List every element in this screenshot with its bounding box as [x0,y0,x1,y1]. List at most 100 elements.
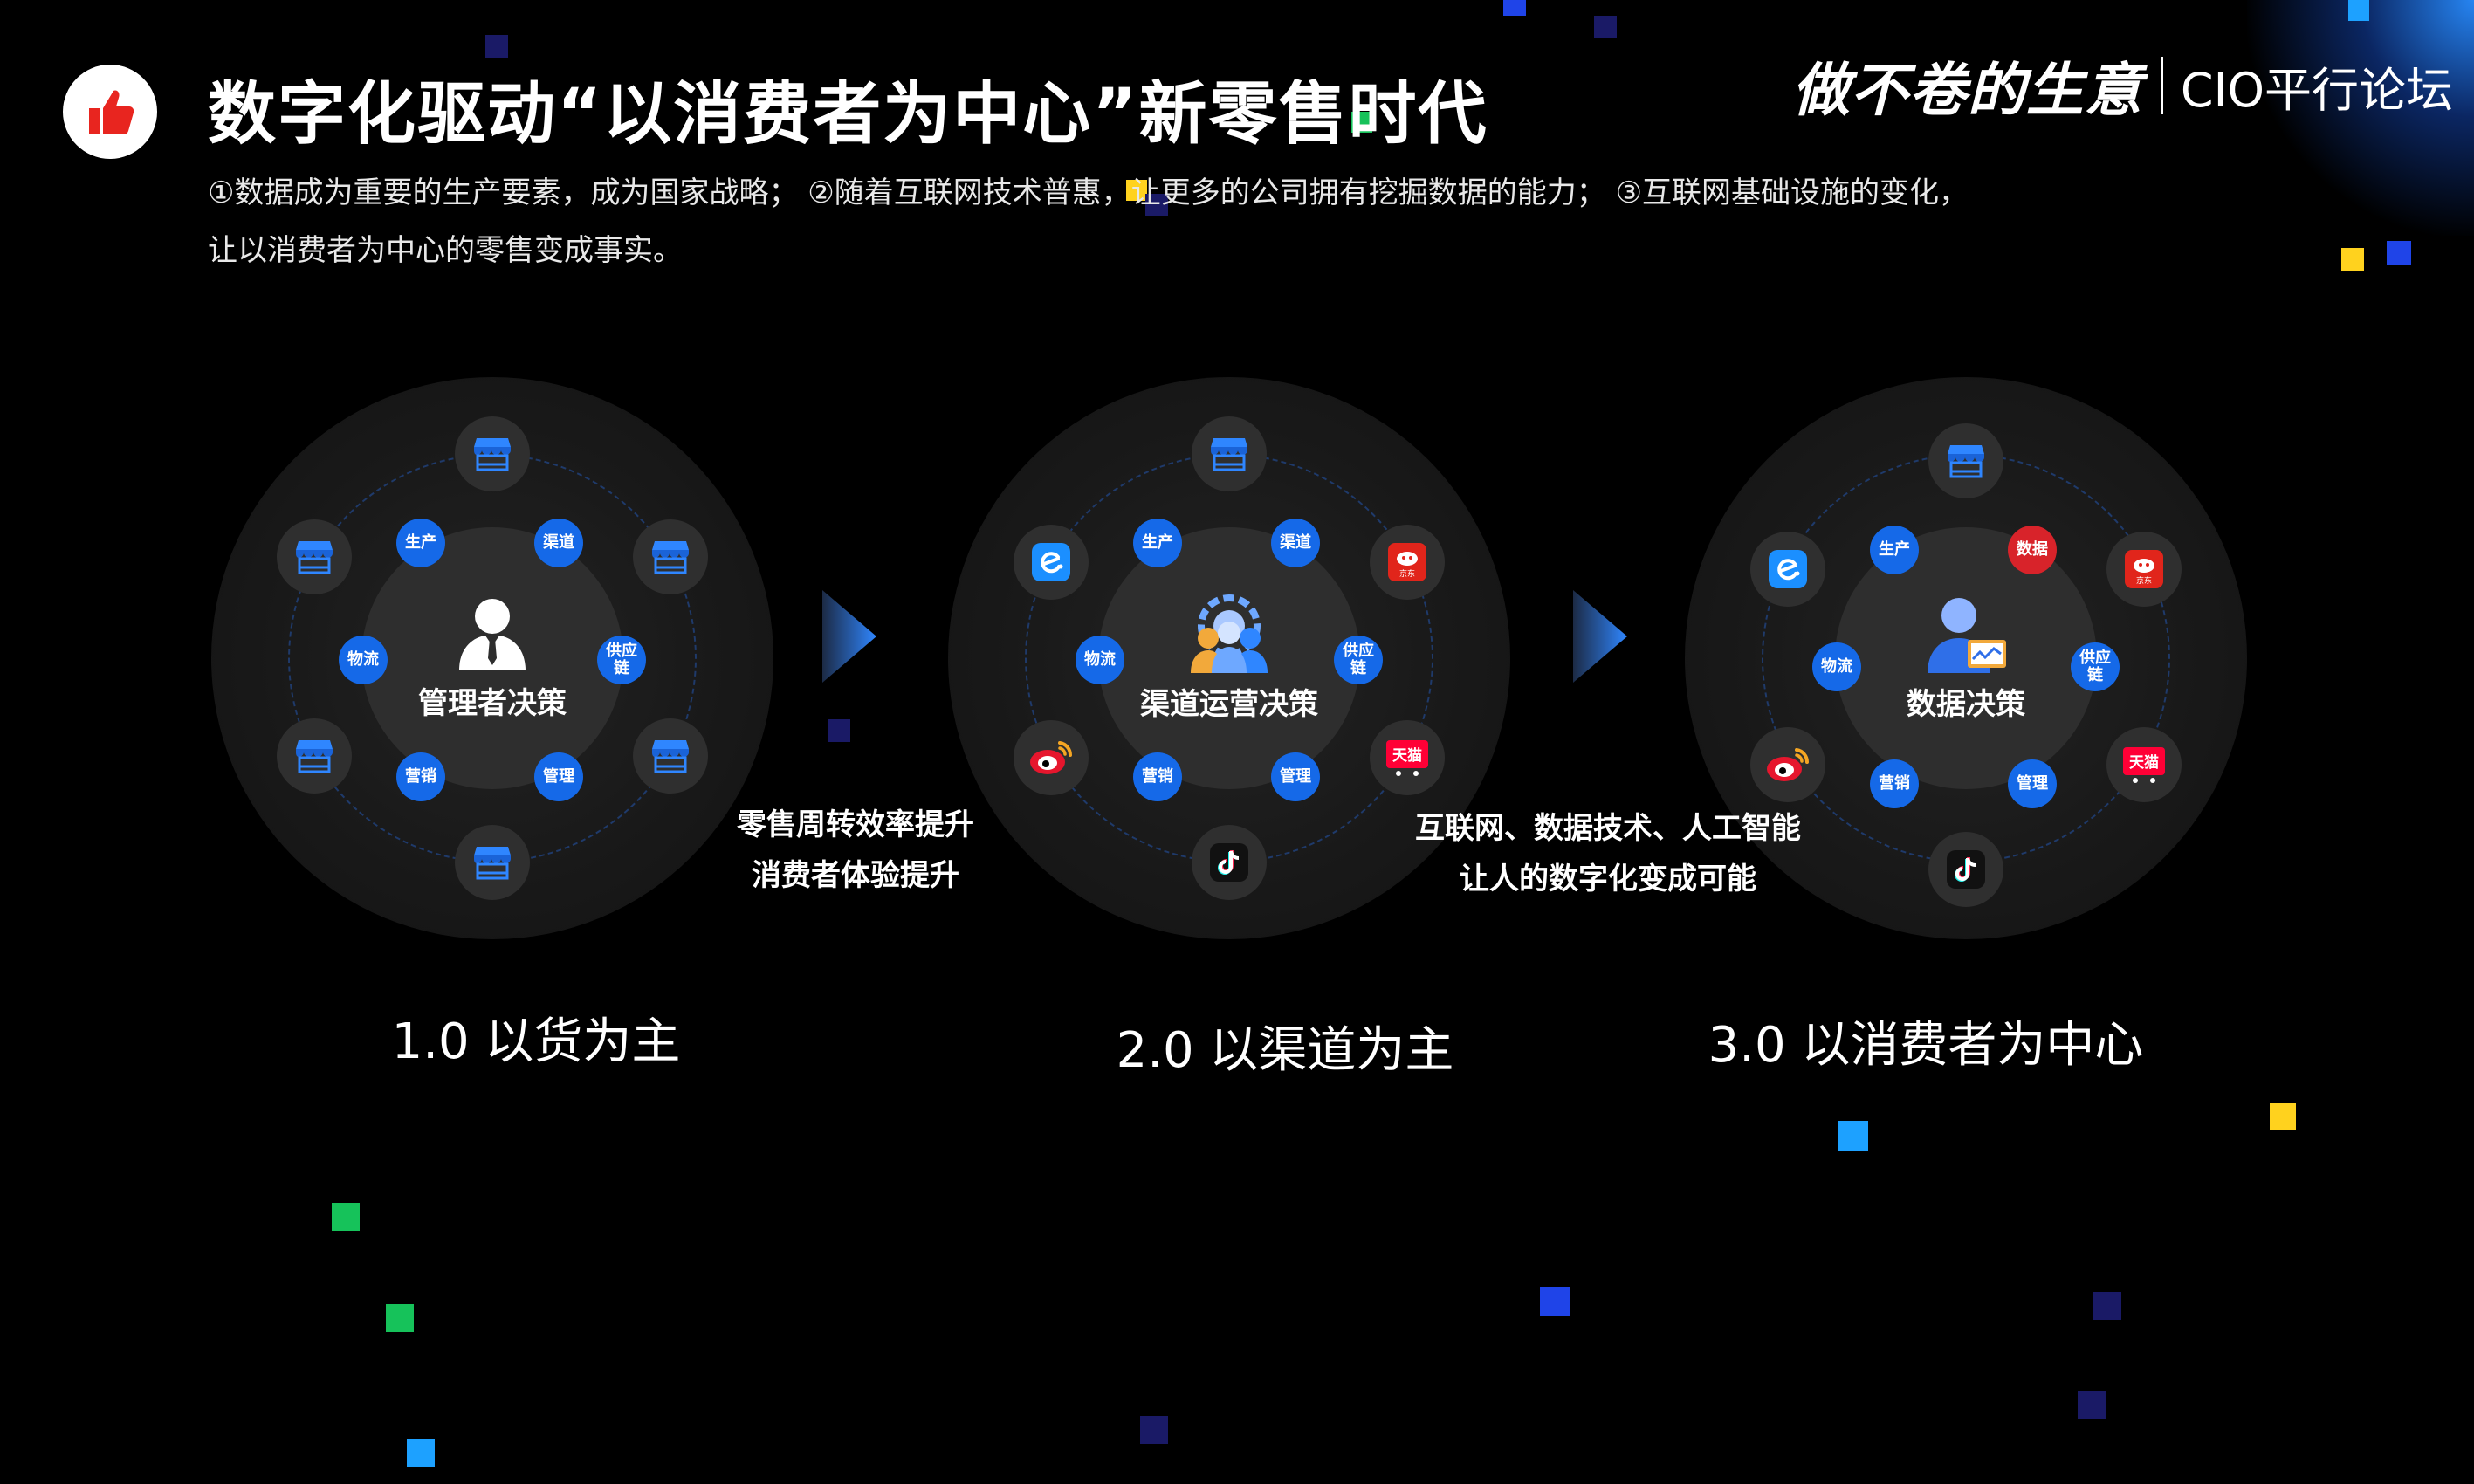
stage1-core: 管理者决策 [361,527,623,789]
douyin-node [1192,825,1267,900]
stage2-center-label: 渠道运营决策 [1140,686,1318,722]
store-icon [473,436,512,471]
deco-square [407,1439,435,1467]
stage1-orbit: 管理者决策 生产 渠道 物流 供应链 营销 管理 [211,377,773,939]
deco-square [1126,180,1147,201]
deco-square [1351,112,1372,133]
transition-line: 零售周转效率提升 [737,807,974,842]
tag-marketing: 营销 [1133,752,1182,801]
deco-square [2078,1391,2106,1419]
tag-channel: 渠道 [1271,519,1320,567]
tag-production: 生产 [396,519,445,567]
stage1-center-label: 管理者决策 [418,685,567,721]
jd-icon: 京东 [1388,543,1426,581]
tmall-node: 天猫 [1370,720,1445,795]
tag-marketing: 营销 [396,752,445,801]
eleme-icon [1769,550,1807,588]
weibo-icon [1767,748,1810,781]
tag-management: 管理 [534,752,583,801]
svg-text:京东: 京东 [2136,575,2152,586]
weibo-node [1014,720,1089,795]
arrow-right-icon [1573,590,1627,683]
store-node [633,519,708,594]
jd-node: 京东 [2106,532,2182,607]
tag-production: 生产 [1870,526,1919,574]
stage3-orbit: 数据决策 京东 天猫 [1685,377,2247,939]
deco-square [2270,1103,2296,1130]
description-line: 让以消费者为中心的零售变成事实。 [208,233,683,268]
store-icon [473,845,512,880]
store-node [1192,416,1267,491]
arrow-right-icon [822,590,876,683]
data-person-icon [1928,597,2006,673]
tag-management: 管理 [2008,759,2057,808]
tag-channel: 渠道 [534,519,583,567]
tag-supply-chain: 供应链 [597,636,646,684]
deco-square [332,1203,360,1231]
stage2-caption: 2.0 以渠道为主 [1116,1022,1454,1079]
tmall-icon: 天猫 [1386,740,1428,776]
page-title: 数字化驱动“以消费者为中心”新零售时代 [208,75,1488,154]
stage3-core: 数据决策 [1835,527,2097,789]
jd-node: 京东 [1370,525,1445,600]
store-node [633,718,708,794]
store-icon [295,739,333,773]
douyin-icon [1210,843,1248,882]
brand-slogan: 做不卷的生意 [1791,57,2143,124]
deco-square [1140,1416,1168,1444]
transition-line: 让人的数字化变成可能 [1460,862,1756,897]
deco-square [2387,241,2411,265]
svg-text:天猫: 天猫 [2129,753,2159,772]
stage2-orbit: 渠道运营决策 京东 天猫 [948,377,1510,939]
tag-logistics: 物流 [1076,636,1124,684]
brand-divider [2160,57,2163,114]
tag-data: 数据 [2008,526,2057,574]
tag-logistics: 物流 [339,636,388,684]
description: ①数据成为重要的生产要素，成为国家战略； ②随着互联网技术普惠，让更多的公司拥有… [208,164,1969,279]
tag-supply-chain: 供应链 [2071,642,2120,691]
store-icon [1210,436,1248,471]
deco-square [1503,0,1526,16]
tag-marketing: 营销 [1870,759,1919,808]
stage2-core: 渠道运营决策 [1098,527,1360,789]
deco-square [386,1304,414,1332]
transition-text-2: 互联网、数据技术、人工智能 让人的数字化变成可能 [1415,803,1801,904]
store-node [277,718,352,794]
tmall-icon: 天猫 [2123,747,2165,783]
weibo-icon [1030,741,1073,774]
store-node [455,825,530,900]
deco-square [2093,1292,2121,1320]
corner-glow [2247,0,2474,236]
store-icon [1947,443,1985,478]
manager-icon [459,598,526,670]
svg-text:京东: 京东 [1399,568,1415,579]
eleme-node [1014,525,1089,600]
description-line: ①数据成为重要的生产要素，成为国家战略； ②随着互联网技术普惠，让更多的公司拥有… [208,175,1969,210]
team-icon [1191,594,1268,673]
eleme-node [1750,532,1825,607]
deco-square [1838,1121,1868,1151]
store-icon [651,539,690,574]
tag-production: 生产 [1133,519,1182,567]
deco-square [828,719,850,742]
jd-icon: 京东 [2125,550,2163,588]
deco-square [485,35,508,58]
deco-square [2341,248,2364,271]
transition-text-1: 零售周转效率提升 消费者体验提升 [737,800,974,901]
douyin-node [1928,832,2003,907]
brand-forum: CIO平行论坛 [2180,62,2453,118]
svg-text:天猫: 天猫 [1392,746,1422,765]
stage1-caption: 1.0 以货为主 [391,1013,681,1070]
stage3-center-label: 数据决策 [1907,686,2025,722]
tag-management: 管理 [1271,752,1320,801]
tag-supply-chain: 供应链 [1334,636,1383,684]
weibo-node [1750,727,1825,802]
tag-logistics: 物流 [1812,642,1861,691]
logo-badge [63,65,157,159]
transition-line: 互联网、数据技术、人工智能 [1415,811,1801,846]
store-icon [295,539,333,574]
douyin-icon [1947,850,1985,889]
brand: 做不卷的生意 CIO平行论坛 [1792,44,2453,127]
eleme-icon [1032,543,1070,581]
transition-line: 消费者体验提升 [752,858,959,893]
